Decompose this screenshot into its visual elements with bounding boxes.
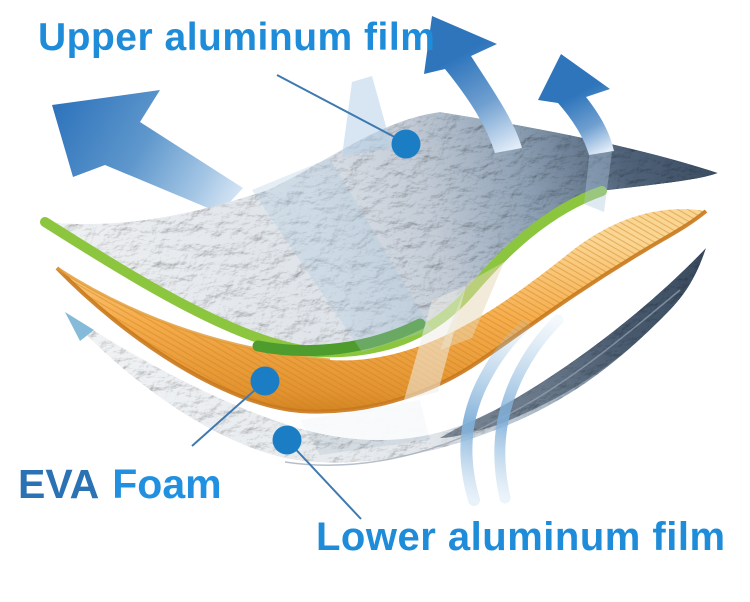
heat-stream-2 bbox=[494, 314, 564, 504]
reflection-arrow-right-icon bbox=[538, 54, 614, 155]
eva-foam-layer bbox=[55, 209, 708, 414]
upper-aluminum-film-layer bbox=[45, 112, 718, 353]
upper-film-green-edge bbox=[40, 186, 607, 358]
marker-dot-lower-film bbox=[272, 425, 302, 455]
callout-line-eva-foam bbox=[191, 380, 266, 447]
heat-stream-mid-tan bbox=[440, 262, 504, 350]
label-lower-aluminum-film: Lower aluminum film bbox=[316, 515, 726, 559]
heat-stream-upper-left bbox=[342, 76, 392, 156]
lower-aluminum-film-layer bbox=[65, 248, 706, 463]
label-upper-aluminum-film: Upper aluminum film bbox=[38, 16, 436, 59]
marker-dot-eva-foam bbox=[250, 366, 280, 396]
callout-line-lower-film bbox=[286, 439, 362, 520]
marker-dot-upper-film bbox=[391, 129, 421, 159]
reflection-arrow-center-icon bbox=[424, 16, 522, 153]
upper-film-green-edge-shadow bbox=[252, 318, 426, 357]
label-eva: EVA bbox=[18, 461, 100, 507]
lower-film-front-edge bbox=[284, 289, 681, 466]
lower-film-tip-highlight bbox=[65, 312, 94, 341]
heat-stream-1 bbox=[460, 320, 530, 506]
heat-stream-upper-right bbox=[584, 148, 612, 212]
callout-line-upper-film bbox=[276, 74, 405, 143]
heat-stream-mid-pale bbox=[404, 286, 466, 400]
reflection-arrow-left-icon bbox=[52, 90, 243, 213]
label-eva-foam: EVA Foam bbox=[18, 464, 222, 505]
label-foam: Foam bbox=[112, 461, 222, 507]
foil-reflection-band bbox=[252, 158, 432, 352]
